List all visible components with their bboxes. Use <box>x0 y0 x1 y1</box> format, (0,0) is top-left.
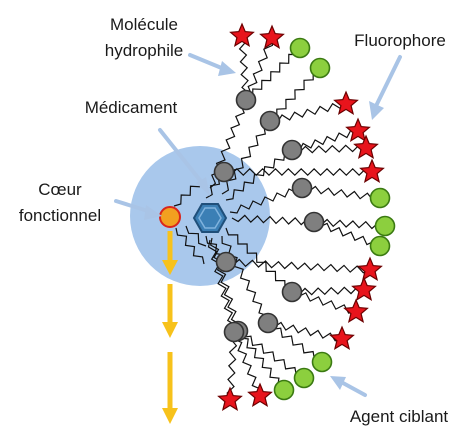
label-core-line2: fonctionnel <box>19 206 101 225</box>
chain-inner-5 <box>231 214 315 226</box>
core-dot <box>159 206 181 228</box>
gray-node <box>281 139 303 161</box>
chain-inner-7 <box>225 227 293 293</box>
chain-outer-3-0 <box>223 167 373 177</box>
gray-node <box>281 281 303 303</box>
star-icon <box>345 117 371 142</box>
chain-inner-10 <box>207 239 237 333</box>
star-icon <box>333 90 359 115</box>
green-node <box>293 367 315 389</box>
gray-nodes <box>213 89 325 343</box>
label-targeting-agent: Agent ciblant <box>350 407 449 426</box>
down-arrow-icon <box>162 231 178 275</box>
release-arrows <box>162 231 178 424</box>
green-node <box>273 379 295 401</box>
chain-outer-9-0 <box>237 330 305 379</box>
chain-outer-5-1 <box>313 221 381 247</box>
pointer-targeting <box>330 376 367 397</box>
chain-outer-8-0 <box>267 321 343 342</box>
down-arrow-icon <box>162 284 178 338</box>
label-core-line1: Cœur <box>38 180 82 199</box>
star-icon <box>217 386 243 411</box>
chain-outer-2-0 <box>291 129 359 152</box>
gray-node <box>291 177 313 199</box>
chain-inner-8 <box>221 235 269 324</box>
chain-outer-7-0 <box>291 286 365 296</box>
chain-outer-10-1 <box>226 331 238 401</box>
gray-node <box>223 321 245 343</box>
green-node <box>369 187 391 209</box>
chain-outer-5-0 <box>313 218 386 230</box>
star-icon <box>353 134 379 159</box>
label-hydrophilic-line1: Molécule <box>110 15 178 34</box>
green-node <box>311 351 333 373</box>
chain-outer-0-2 <box>245 47 301 101</box>
terminal-groups <box>217 22 396 411</box>
star-icon <box>357 256 383 281</box>
star-icon <box>359 158 385 183</box>
star-icon <box>343 298 369 323</box>
gray-node <box>215 251 237 273</box>
gray-node <box>303 211 325 233</box>
pointer-fluorophore <box>369 55 402 120</box>
chain-outer-10-0 <box>232 331 262 397</box>
pointer-core <box>114 199 162 220</box>
chain-outer-2-1 <box>291 144 367 154</box>
chain-outer-8-1 <box>267 322 323 363</box>
chain-core-0 <box>173 179 203 207</box>
chain-outer-0-0 <box>238 35 250 101</box>
label-fluorophore: Fluorophore <box>354 31 446 50</box>
drug-hexagon-icon <box>192 203 228 233</box>
chain-outer-0-1 <box>245 37 274 101</box>
chain-outer-4-0 <box>301 185 381 202</box>
label-drug: Médicament <box>85 98 178 117</box>
pointer-drug <box>158 128 210 196</box>
gray-node <box>257 312 279 334</box>
green-node <box>289 37 311 59</box>
chain-inner-2 <box>225 149 293 201</box>
chain-core-2 <box>185 225 207 247</box>
green-node <box>369 235 391 257</box>
gray-node <box>259 110 281 132</box>
green-node <box>374 215 396 237</box>
chain-core-1 <box>175 227 205 265</box>
chain-outer-1-1 <box>269 102 347 124</box>
pointer-hydrophilic <box>188 53 236 76</box>
label-hydrophilic-line2: hydrophile <box>105 41 183 60</box>
down-arrow-icon <box>162 352 178 424</box>
chain-outer-6-0 <box>225 258 371 274</box>
gray-node <box>235 89 257 111</box>
star-icon <box>259 24 285 49</box>
chain-inner-4 <box>229 187 303 214</box>
chain-inner-9 <box>210 237 240 332</box>
star-icon <box>329 325 355 350</box>
chain-outer-1-0 <box>269 67 321 122</box>
chain-outer-9-1 <box>237 330 285 391</box>
green-node <box>309 57 331 79</box>
gray-node <box>213 161 235 183</box>
star-icon <box>351 276 377 301</box>
star-icon <box>229 22 255 47</box>
star-icon <box>247 382 273 407</box>
